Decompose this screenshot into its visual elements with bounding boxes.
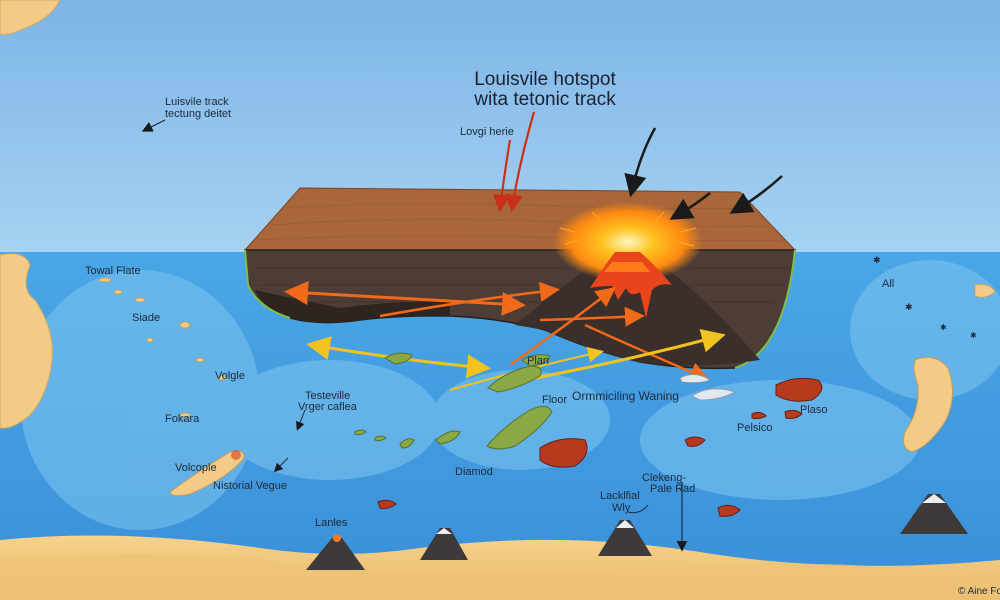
label-testeville-1: Testeville bbox=[305, 390, 351, 402]
hotspot-glow bbox=[553, 202, 703, 282]
svg-text:✱: ✱ bbox=[940, 323, 947, 332]
hotspot-marker bbox=[231, 450, 241, 460]
label-longitude: Lovgi herie bbox=[460, 126, 514, 138]
diagram-title: Louisvile hotspot wita tetonic track bbox=[440, 70, 650, 110]
underwater-volcanoes bbox=[306, 494, 968, 570]
label-clekeng-2: Pale Rad bbox=[650, 483, 696, 495]
label-lanles: Lanles bbox=[315, 517, 348, 529]
island-volcople bbox=[169, 450, 245, 497]
black-arrow-3 bbox=[729, 175, 783, 214]
title-line-1: Louisvile hotspot bbox=[474, 69, 616, 90]
track-arrow-4 bbox=[509, 286, 616, 367]
label-volcople: Volcople bbox=[175, 462, 217, 474]
black-arrow-1 bbox=[624, 127, 657, 198]
label-pelsico: Pelsico bbox=[737, 422, 773, 434]
island-right-small bbox=[974, 283, 996, 298]
label-fokara: Fokara bbox=[165, 413, 200, 425]
black-arrow-2 bbox=[669, 192, 711, 220]
label-testeville-2: Vrger caflea bbox=[298, 401, 357, 413]
track-arrow-3 bbox=[539, 306, 645, 327]
svg-text:✱: ✱ bbox=[970, 331, 977, 340]
longitude-arrow-1 bbox=[492, 139, 512, 213]
pointer-arrow-lacklfial bbox=[627, 504, 649, 514]
label-lacklfial-1: Lacklfial bbox=[600, 490, 640, 502]
label-track-note-2: tectung deitet bbox=[165, 108, 232, 120]
title-line-2: wita tetonic track bbox=[474, 89, 616, 110]
label-clekeng-1: Clekeng- bbox=[642, 472, 687, 484]
svg-text:✱: ✱ bbox=[905, 303, 913, 313]
label-floor: Floor bbox=[542, 394, 568, 406]
longitude-arrow-2 bbox=[505, 111, 536, 213]
glow-rays bbox=[559, 211, 697, 247]
label-volgle: Volgle bbox=[215, 370, 245, 382]
plate-edge-left bbox=[244, 249, 291, 319]
submerged-features bbox=[679, 374, 737, 401]
label-diamod: Diamod bbox=[455, 466, 493, 478]
pointer-arrow-testeville bbox=[295, 409, 306, 431]
label-plaso: Plaso bbox=[800, 404, 828, 416]
pointer-arrow-nistorial bbox=[273, 457, 289, 473]
seafloor-sand-front bbox=[0, 554, 1000, 600]
label-plan: Plan bbox=[527, 355, 550, 367]
island-chain-left bbox=[98, 277, 227, 418]
shallow-water bbox=[20, 260, 1000, 530]
label-siade: Siade bbox=[132, 312, 161, 324]
track-arrow-1 bbox=[284, 280, 526, 316]
track-arrow-2 bbox=[379, 281, 560, 318]
green-islands bbox=[354, 352, 553, 450]
landmass-left bbox=[0, 253, 53, 429]
label-nistorial: Nistorial Vegue bbox=[213, 480, 287, 492]
label-all: All bbox=[882, 278, 895, 290]
credit-text: © Aine Fo bbox=[958, 586, 1000, 597]
label-ormmicling: Ormmiciling Waning bbox=[572, 389, 679, 403]
lava-crater bbox=[604, 262, 650, 272]
track-arrow-5 bbox=[584, 323, 710, 382]
label-track-note-1: Luisvile track bbox=[165, 96, 229, 108]
svg-text:✱: ✱ bbox=[873, 256, 881, 266]
landmass-top-left bbox=[0, 0, 61, 35]
pointer-arrow-track bbox=[141, 119, 166, 132]
seamounts-red bbox=[377, 377, 823, 517]
motion-arrow-2 bbox=[534, 329, 726, 380]
label-total-plate: Towal Flate bbox=[85, 265, 141, 277]
label-lacklfial-2: Wly bbox=[612, 502, 631, 514]
landmass-right bbox=[903, 356, 953, 453]
marker-stars: ✱ ✱ ✱ ✱ bbox=[873, 256, 977, 340]
